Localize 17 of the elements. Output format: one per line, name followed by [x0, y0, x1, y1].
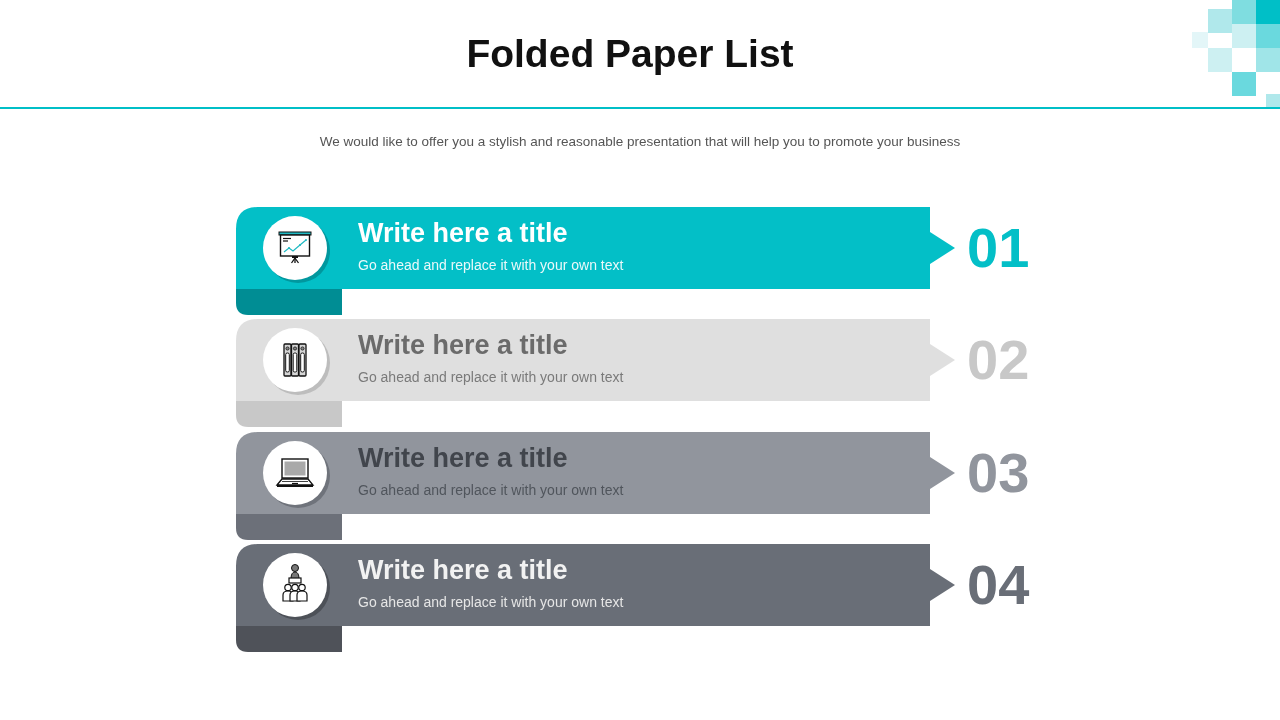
folded-banner	[236, 319, 955, 427]
banner-description: Go ahead and replace it with your own text	[358, 593, 624, 611]
folded-banner	[236, 207, 955, 315]
banner-description: Go ahead and replace it with your own text	[358, 368, 624, 386]
folded-banner	[236, 432, 955, 540]
folded-banner	[236, 544, 955, 652]
banner-description: Go ahead and replace it with your own text	[358, 256, 624, 274]
step-number: 01	[967, 216, 1030, 280]
step-number: 03	[967, 441, 1030, 505]
banner-title: Write here a title	[358, 442, 568, 475]
page-title: Folded Paper List	[466, 31, 794, 77]
subtitle: We would like to offer you a stylish and reasonable presentation that will help you to promote your business	[319, 133, 961, 151]
banner-title: Write here a title	[358, 329, 568, 362]
banner-title: Write here a title	[358, 554, 568, 587]
banner-description: Go ahead and replace it with your own text	[358, 481, 624, 499]
banner-title: Write here a title	[358, 217, 568, 250]
step-number: 04	[967, 553, 1030, 617]
